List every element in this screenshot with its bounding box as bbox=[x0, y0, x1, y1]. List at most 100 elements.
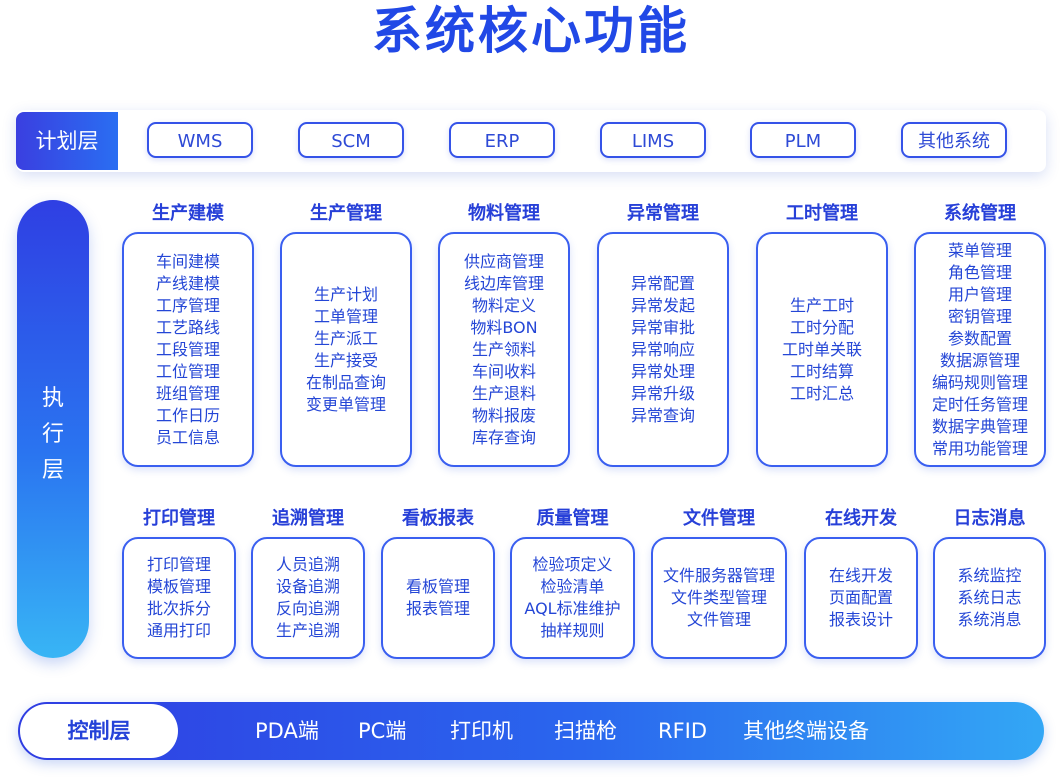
module-item: 物料BON bbox=[470, 317, 538, 337]
module-title-file-management: 文件管理 bbox=[683, 508, 755, 529]
control-item-pda: PDA端 bbox=[255, 719, 319, 743]
module-item: 定时任务管理 bbox=[931, 394, 1028, 414]
module-item: 检验项定义 bbox=[532, 555, 613, 574]
control-item-other-devices: 其他终端设备 bbox=[743, 719, 869, 743]
module-item: 模板管理 bbox=[146, 577, 211, 596]
module-item: 工位管理 bbox=[155, 361, 220, 381]
module-title-log-messages: 日志消息 bbox=[953, 508, 1026, 529]
module-title-production-modeling: 生产建模 bbox=[152, 203, 224, 224]
module-item: 数据字典管理 bbox=[931, 416, 1028, 436]
module-item: 异常发起 bbox=[630, 295, 695, 315]
module-item: 线边库管理 bbox=[463, 273, 544, 293]
module-item: 车间收料 bbox=[471, 361, 536, 381]
module-box-exception-management: 异常配置异常发起异常审批异常响应异常处理异常升级异常查询 bbox=[597, 232, 729, 467]
module-title-system-management: 系统管理 bbox=[944, 203, 1016, 224]
module-item: 员工信息 bbox=[155, 427, 220, 447]
module-item: 生产领料 bbox=[471, 339, 536, 359]
control-layer-bar: 控制层 PDA端 PC端 打印机 扫描枪 RFID 其他终端设备 bbox=[18, 702, 1044, 760]
exec-layer-char: 行 bbox=[41, 422, 64, 447]
module-item: 生产工时 bbox=[789, 295, 854, 315]
module-item: 异常配置 bbox=[630, 273, 695, 293]
module-item: 检验清单 bbox=[540, 577, 605, 596]
module-box-file-management: 文件服务器管理文件类型管理文件管理 bbox=[651, 537, 787, 659]
module-item: 系统监控 bbox=[957, 566, 1022, 585]
exec-layer-label: 执 行 层 bbox=[17, 200, 89, 658]
module-item: 用户管理 bbox=[947, 284, 1012, 304]
plan-layer-label: 计划层 bbox=[16, 112, 118, 170]
module-item: 工时分配 bbox=[789, 317, 854, 337]
control-layer-label: 控制层 bbox=[20, 704, 178, 758]
module-item: 生产计划 bbox=[313, 284, 378, 304]
plan-item-erp: ERP bbox=[449, 122, 555, 158]
plan-layer-bar: 计划层 WMS SCM ERP LIMS PLM 其他系统 bbox=[16, 110, 1046, 172]
module-item: 角色管理 bbox=[947, 262, 1012, 282]
module-item: 常用功能管理 bbox=[931, 438, 1028, 458]
control-item-scanner: 扫描枪 bbox=[554, 719, 617, 743]
module-item: 批次拆分 bbox=[146, 599, 211, 618]
module-item: 工单管理 bbox=[313, 306, 378, 326]
module-box-work-hours-management: 生产工时工时分配工时单关联工时结算工时汇总 bbox=[756, 232, 888, 467]
module-box-production-modeling: 车间建模产线建模工序管理工艺路线工段管理工位管理班组管理工作日历员工信息 bbox=[122, 232, 254, 467]
module-item: 工时汇总 bbox=[789, 383, 854, 403]
module-item: 文件类型管理 bbox=[670, 588, 767, 607]
module-item: 系统日志 bbox=[957, 588, 1022, 607]
module-item: 打印管理 bbox=[146, 555, 211, 574]
module-box-log-messages: 系统监控系统日志系统消息 bbox=[933, 537, 1046, 659]
module-item: 生产退料 bbox=[471, 383, 536, 403]
page-title: 系统核心功能 bbox=[372, 2, 690, 60]
module-item: 变更单管理 bbox=[305, 394, 386, 414]
module-item: 通用打印 bbox=[146, 621, 211, 640]
module-item: 抽样规则 bbox=[540, 621, 605, 640]
module-title-work-hours-management: 工时管理 bbox=[786, 203, 858, 224]
plan-item-plm: PLM bbox=[750, 122, 856, 158]
module-item: 工作日历 bbox=[155, 405, 220, 425]
exec-layer-char: 层 bbox=[41, 458, 64, 483]
module-item: 参数配置 bbox=[947, 328, 1012, 348]
control-item-printer: 打印机 bbox=[450, 719, 513, 743]
module-item: 物料报废 bbox=[471, 405, 536, 425]
module-item: 工时结算 bbox=[789, 361, 854, 381]
module-title-production-management: 生产管理 bbox=[310, 203, 382, 224]
module-item: AQL标准维护 bbox=[524, 599, 621, 618]
plan-item-other-systems: 其他系统 bbox=[901, 122, 1007, 158]
module-box-system-management: 菜单管理角色管理用户管理密钥管理参数配置数据源管理编码规则管理定时任务管理数据字… bbox=[914, 232, 1046, 467]
module-item: 异常审批 bbox=[630, 317, 695, 337]
module-title-online-development: 在线开发 bbox=[825, 508, 897, 529]
module-item: 文件管理 bbox=[686, 610, 751, 629]
module-item: 生产派工 bbox=[313, 328, 378, 348]
module-item: 数据源管理 bbox=[939, 350, 1020, 370]
module-box-print-management: 打印管理模板管理批次拆分通用打印 bbox=[122, 537, 236, 659]
module-item: 异常升级 bbox=[630, 383, 695, 403]
module-item: 设备追溯 bbox=[275, 577, 340, 596]
module-title-quality-management: 质量管理 bbox=[536, 508, 609, 529]
module-item: 工时单关联 bbox=[781, 339, 862, 359]
module-item: 页面配置 bbox=[828, 588, 893, 607]
module-item: 菜单管理 bbox=[947, 240, 1012, 260]
module-title-traceability-management: 追溯管理 bbox=[272, 508, 344, 529]
module-item: 看板管理 bbox=[405, 577, 470, 596]
module-item: 工序管理 bbox=[155, 295, 220, 315]
module-item: 异常处理 bbox=[630, 361, 695, 381]
module-item: 系统消息 bbox=[957, 610, 1022, 629]
module-item: 物料定义 bbox=[471, 295, 536, 315]
module-box-online-development: 在线开发页面配置报表设计 bbox=[804, 537, 918, 659]
module-item: 库存查询 bbox=[471, 427, 536, 447]
control-item-rfid: RFID bbox=[658, 719, 708, 743]
module-item: 在制品查询 bbox=[305, 372, 386, 392]
module-box-traceability-management: 人员追溯设备追溯反向追溯生产追溯 bbox=[251, 537, 365, 659]
module-item: 工艺路线 bbox=[155, 317, 220, 337]
module-item: 人员追溯 bbox=[275, 555, 340, 574]
module-box-quality-management: 检验项定义检验清单 AQL标准维护抽样规则 bbox=[510, 537, 635, 659]
plan-item-scm: SCM bbox=[298, 122, 404, 158]
module-item: 反向追溯 bbox=[275, 599, 340, 618]
exec-layer-char: 执 bbox=[41, 386, 64, 411]
module-item: 编码规则管理 bbox=[931, 372, 1028, 392]
module-item: 报表管理 bbox=[405, 599, 470, 618]
module-item: 报表设计 bbox=[828, 610, 893, 629]
plan-item-wms: WMS bbox=[147, 122, 253, 158]
module-title-exception-management: 异常管理 bbox=[627, 203, 699, 224]
module-item: 工段管理 bbox=[155, 339, 220, 359]
module-item: 班组管理 bbox=[155, 383, 220, 403]
module-title-material-management: 物料管理 bbox=[468, 203, 540, 224]
